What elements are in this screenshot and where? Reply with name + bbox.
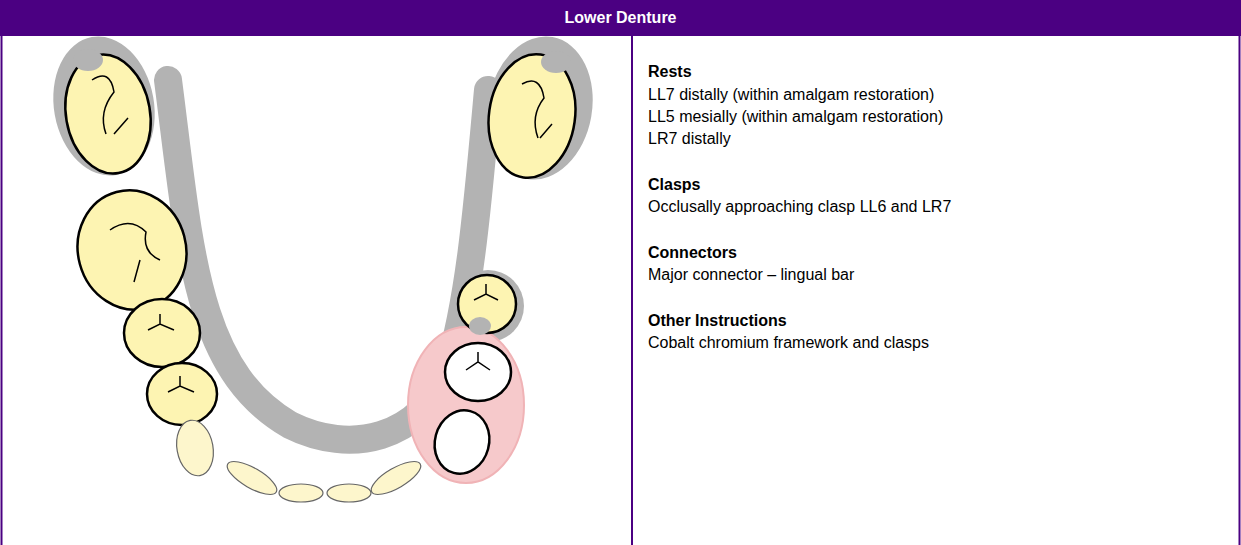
- fissure: [110, 223, 160, 282]
- tooth-LR3: [172, 417, 217, 478]
- framework: [43, 28, 604, 342]
- instruction-text: Cobalt chromium framework and clasps: [648, 333, 929, 353]
- section-heading: Rests: [648, 62, 692, 82]
- tooth-LR5: [124, 299, 200, 367]
- instruction-text: Major connector – lingual bar: [648, 265, 854, 285]
- natural-teeth: [56, 48, 583, 425]
- tooth-incisor: [223, 455, 281, 500]
- rest-LL5: [469, 317, 491, 335]
- rests: [73, 49, 571, 335]
- instruction-text: Occlusally approaching clasp LL6 and LR7: [648, 197, 951, 217]
- border-line: [1239, 36, 1241, 545]
- border-line: [631, 36, 633, 545]
- rest-LR7: [73, 49, 103, 71]
- artificial-tooth: [428, 404, 497, 480]
- fissure: [92, 76, 128, 134]
- header-title: Lower Denture: [0, 0, 1241, 36]
- tooth-incisor: [367, 455, 425, 500]
- instruction-text: LL7 distally (within amalgam restoration…: [648, 85, 934, 105]
- tooth-incisor: [327, 484, 371, 502]
- tooth-LR6: [64, 178, 199, 322]
- section-heading: Connectors: [648, 243, 737, 263]
- tooth-LR4: [147, 363, 217, 425]
- fissure: [522, 81, 552, 138]
- tooth-LL7: [481, 49, 583, 184]
- fissure: [168, 376, 194, 392]
- clasp-plate: [476, 28, 603, 188]
- clasp-plate: [43, 28, 166, 183]
- artificial-tooth: [445, 343, 511, 401]
- acrylic-saddle: [408, 327, 524, 483]
- fissure: [466, 352, 490, 370]
- denture-teeth: [428, 343, 511, 480]
- tooth-LR7: [56, 48, 160, 181]
- table-borders: [2, 36, 1240, 545]
- rest-LL7: [541, 51, 571, 73]
- anterior-teeth: [172, 417, 425, 502]
- section-heading: Clasps: [648, 175, 700, 195]
- fissure: [148, 314, 174, 330]
- tooth-incisor: [279, 484, 323, 502]
- instruction-text: LL5 mesially (within amalgam restoration…: [648, 107, 943, 127]
- instruction-text: LR7 distally: [648, 129, 731, 149]
- border-line: [1, 36, 3, 545]
- fissure: [474, 284, 498, 300]
- section-heading: Other Instructions: [648, 311, 787, 331]
